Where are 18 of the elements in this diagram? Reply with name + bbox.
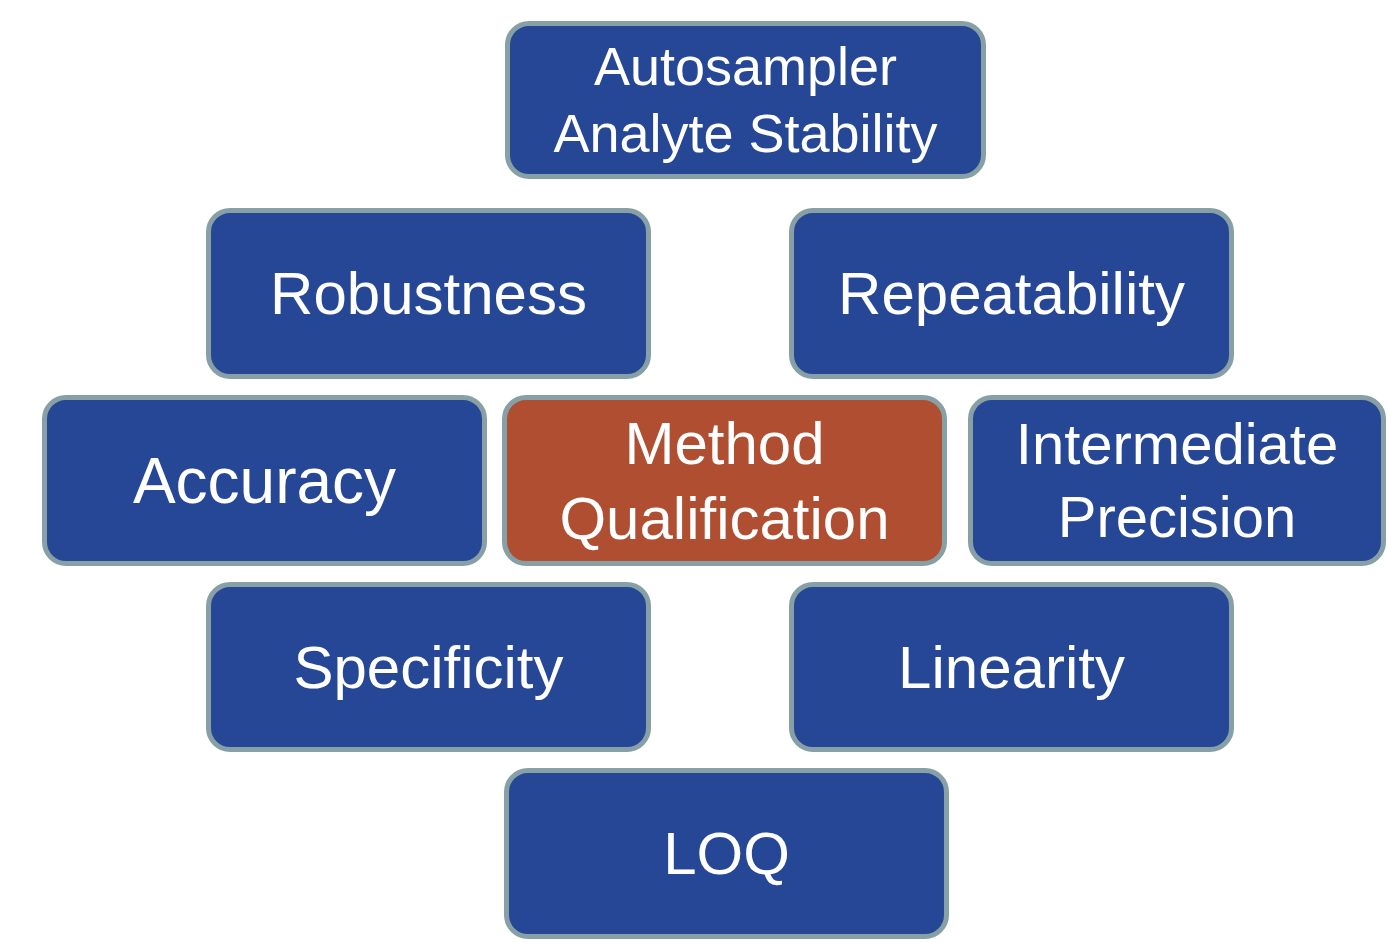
box-label: Accuracy <box>132 443 397 519</box>
process-box <box>505 21 986 179</box>
process-box <box>502 395 947 566</box>
box-label: Robustness <box>270 259 587 329</box>
process-box <box>206 582 651 752</box>
box-label: Intermediate Precision <box>1014 410 1340 551</box>
box-label: Method Qualification <box>558 408 891 554</box>
box-label: Linearity <box>898 632 1125 703</box>
box-label: Autosampler Analyte Stability <box>552 34 939 165</box>
box-label: LOQ <box>663 819 790 889</box>
process-box <box>504 768 949 939</box>
process-box <box>789 208 1234 379</box>
process-box <box>42 395 487 566</box>
box-label: Specificity <box>293 632 564 703</box>
box-label: Repeatability <box>838 259 1185 329</box>
process-box <box>789 582 1234 752</box>
process-box <box>206 208 651 379</box>
process-box <box>968 395 1386 566</box>
